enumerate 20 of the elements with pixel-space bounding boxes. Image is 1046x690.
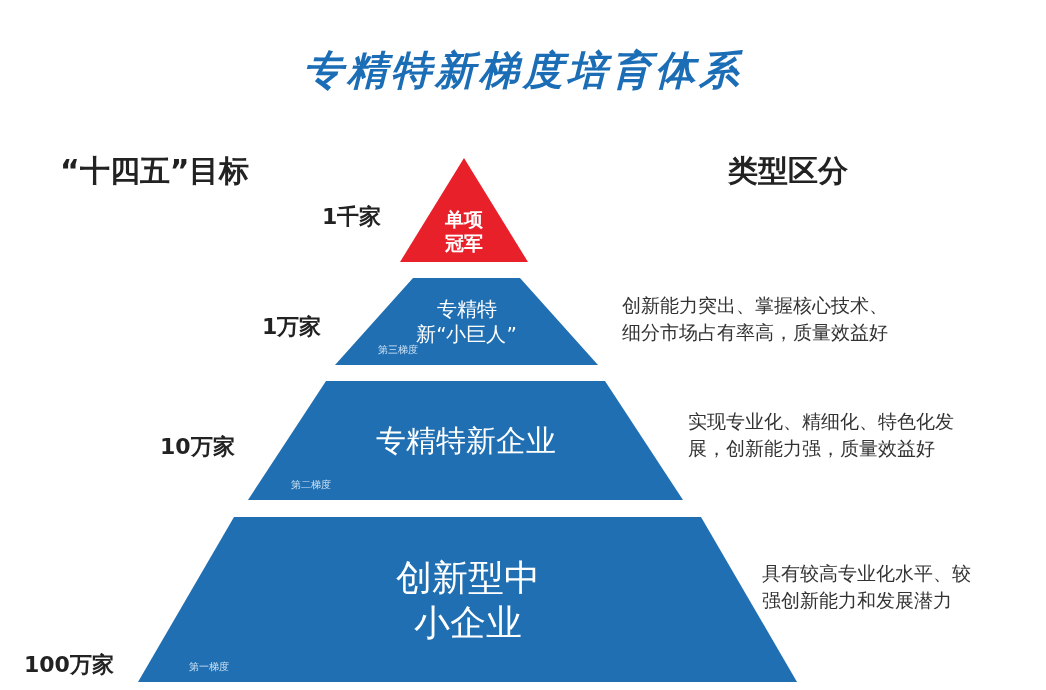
target-count: 10万家 — [160, 433, 235, 461]
title: 专精特新梯度培育体系 — [302, 46, 744, 95]
tier-description: 具有较高专业化水平、较强创新能力和发展潜力 — [762, 561, 972, 613]
tier-label: 创新型中小企业 — [394, 555, 541, 645]
tier-label: 专精特新“小巨人” — [416, 296, 518, 346]
column-heading: 类型区分 — [728, 152, 848, 190]
tier-level-label: 第一梯度 — [189, 660, 230, 674]
tier-label: 单项冠军 — [444, 208, 484, 256]
tier-level-label: 第三梯度 — [378, 344, 419, 357]
target-count: 1千家 — [322, 203, 382, 231]
target-count: 1万家 — [262, 313, 322, 341]
pyramid-tier — [248, 381, 683, 500]
pyramid-tier — [335, 278, 598, 365]
tier-label: 专精特新企业 — [375, 421, 556, 460]
pyramid-top-triangle — [400, 158, 528, 262]
tier-description: 实现专业化、精细化、特色化发展，创新能力强，质量效益好 — [688, 409, 955, 461]
column-heading: “十四五”目标 — [60, 152, 250, 190]
tier-level-label: 第二梯度 — [291, 478, 332, 492]
tier-description: 创新能力突出、掌握核心技术、细分市场占有率高，质量效益好 — [622, 293, 889, 345]
target-count: 100万家 — [24, 651, 114, 679]
